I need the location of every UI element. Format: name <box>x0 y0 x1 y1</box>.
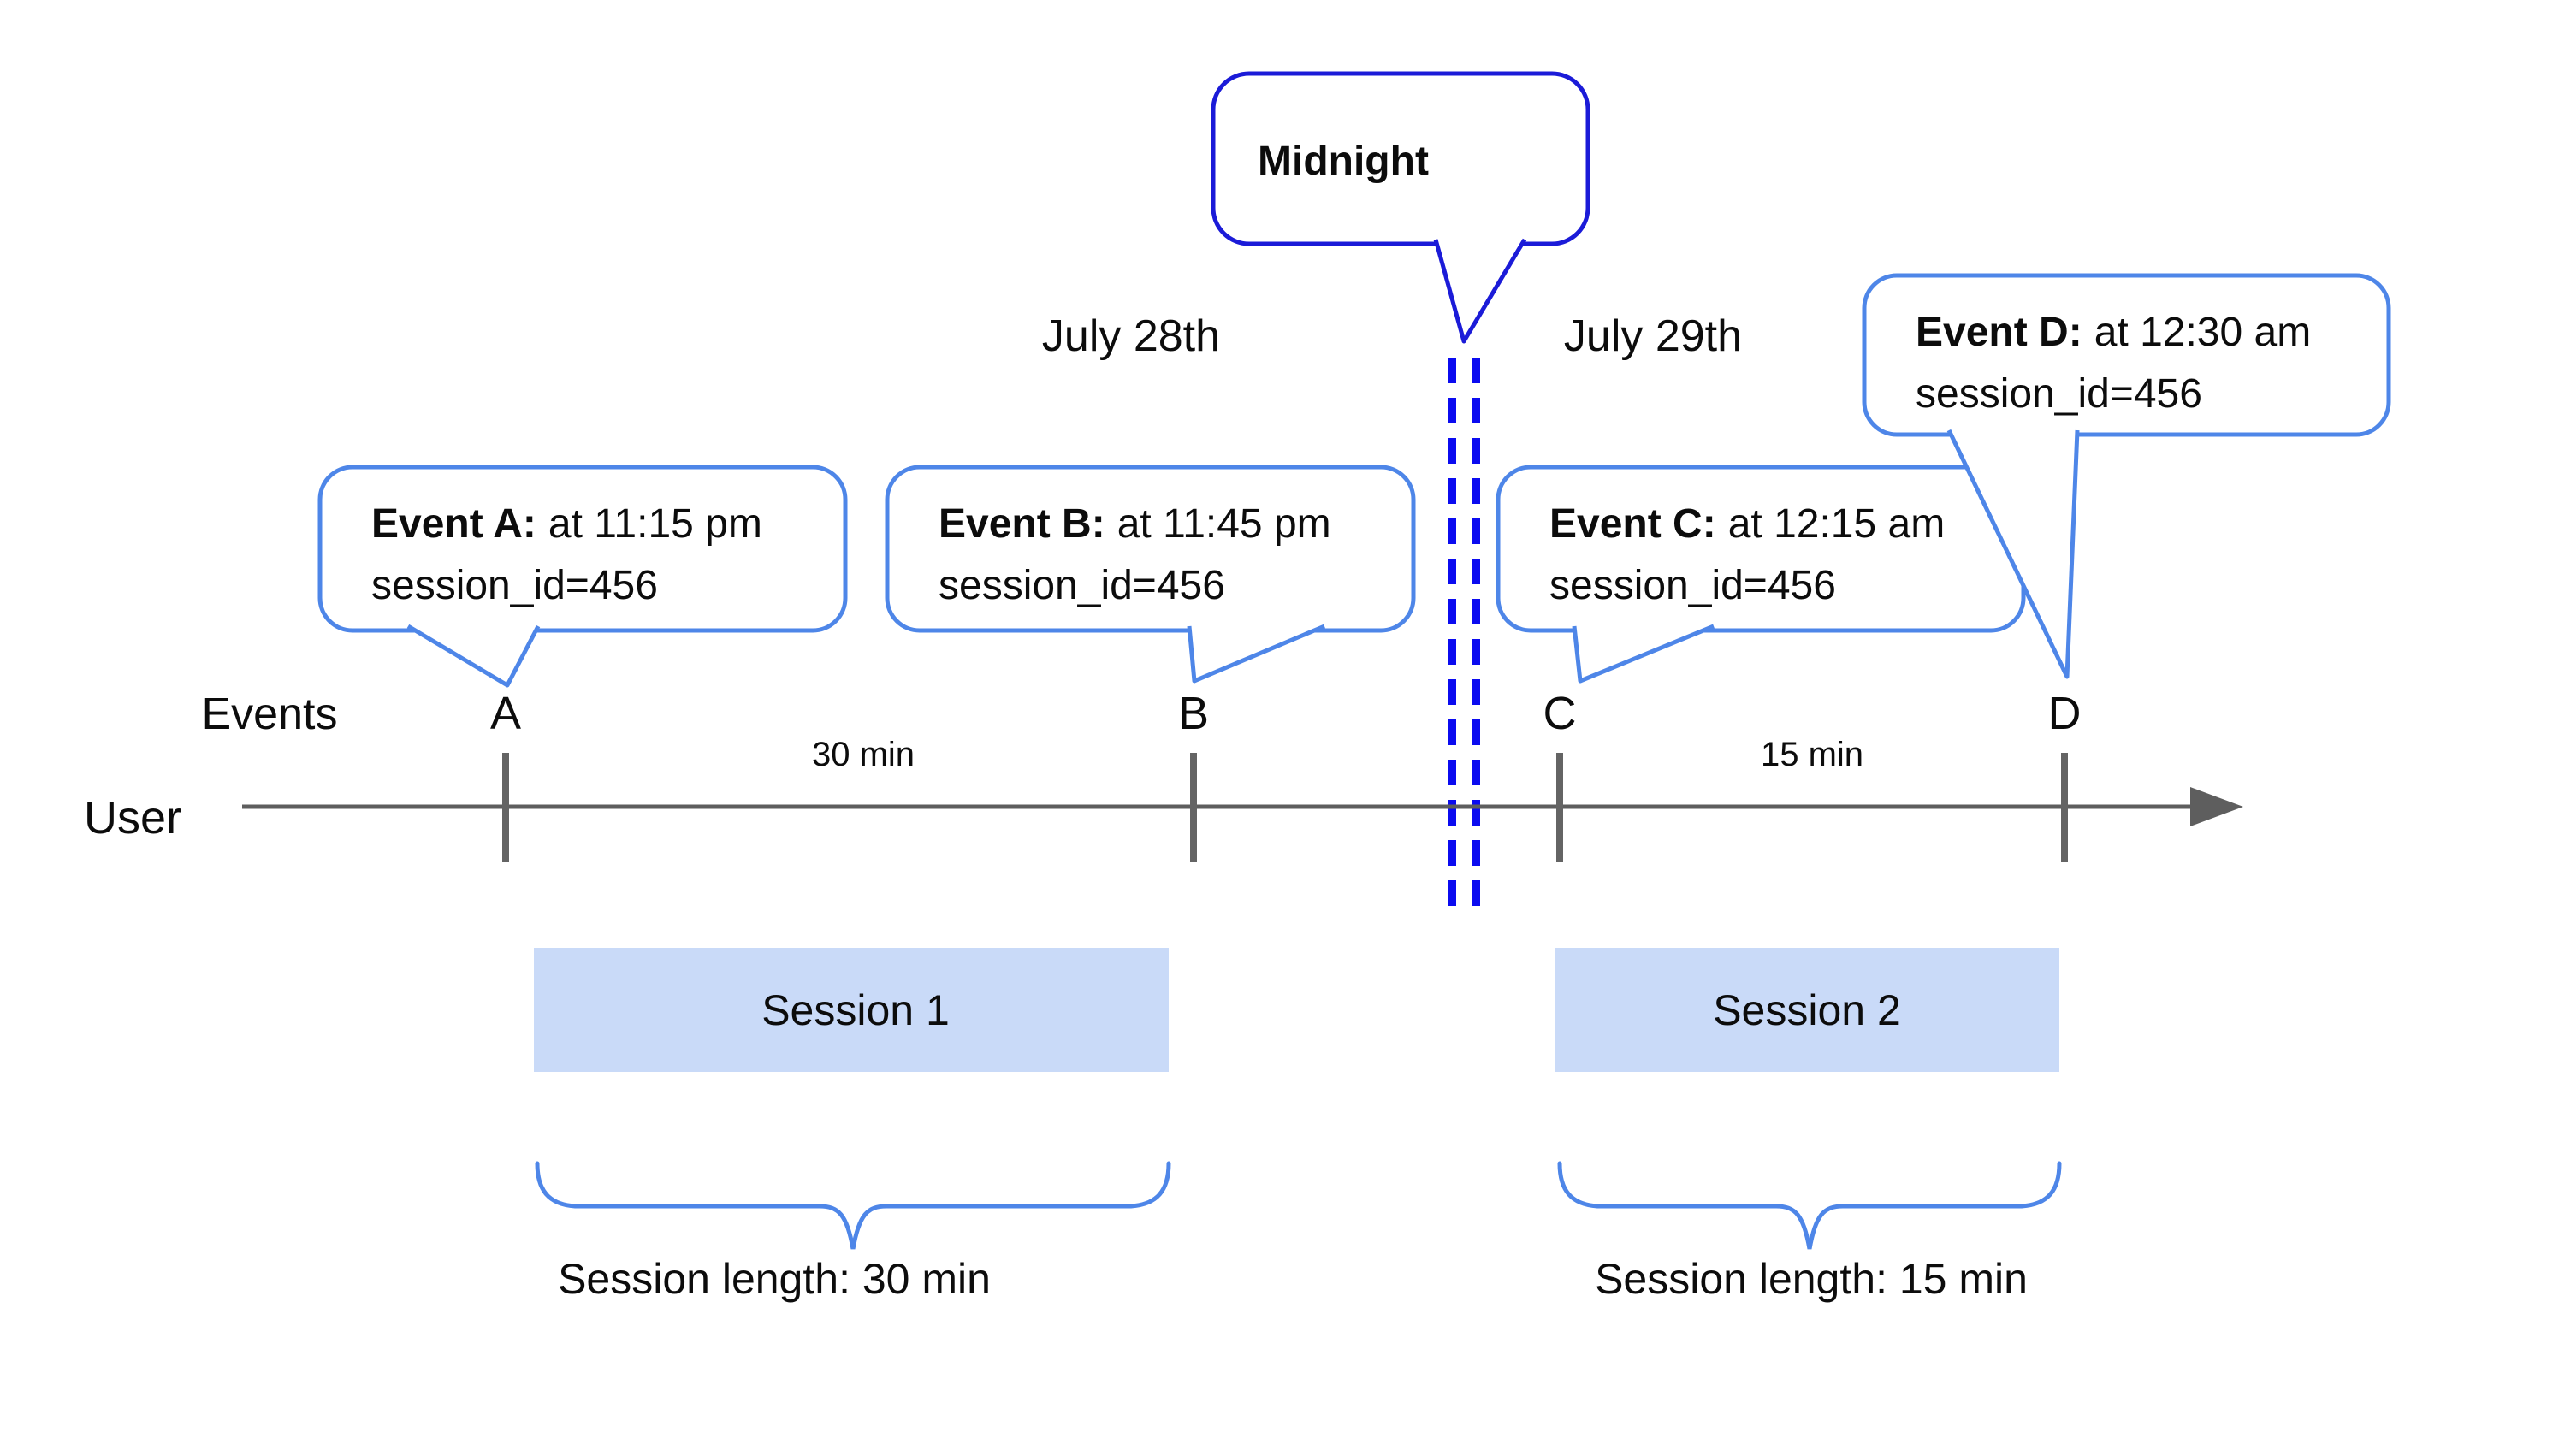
event-b-callout-line1: Event B: at 11:45 pm <box>939 501 1331 547</box>
event-a-session-id: session_id=456 <box>371 563 658 608</box>
gap-label-15min: 15 min <box>1761 736 1863 773</box>
event-b-callout-tail <box>1187 624 1325 684</box>
event-c-callout-line1: Event C: at 12:15 am <box>1549 501 1945 547</box>
event-c-time: at 12:15 am <box>1728 501 1946 547</box>
event-c-callout: Event C: at 12:15 am session_id=456 <box>1496 465 2026 684</box>
event-a-callout: Event A: at 11:15 pm session_id=456 <box>317 465 848 688</box>
event-b-title: Event B: <box>939 501 1105 547</box>
event-d-time: at 12:30 am <box>2094 310 2312 355</box>
midnight-callout-bubble <box>1211 71 1590 246</box>
event-a-title: Event A: <box>371 501 536 547</box>
event-a-time: at 11:15 pm <box>548 501 762 547</box>
session-1-length-label: Session length: 30 min <box>558 1255 991 1303</box>
event-d-callout-bubble <box>1862 273 2391 437</box>
midnight-callout-label: Midnight <box>1258 139 1429 184</box>
event-c-title: Event C: <box>1549 501 1716 547</box>
session-2-group: Session 2 Session length: 15 min <box>1555 948 2062 1303</box>
date-label-july-28: July 28th <box>1042 311 1220 361</box>
midnight-callout: Midnight <box>1211 71 1590 344</box>
date-label-july-29: July 29th <box>1564 311 1742 361</box>
event-c-callout-tail <box>1572 624 1715 684</box>
event-b-callout-bubble <box>885 465 1416 633</box>
midnight-callout-tail <box>1433 238 1527 344</box>
event-d-callout-tail <box>1946 429 2080 679</box>
event-marker-b: B <box>1178 688 1209 739</box>
gap-label-30min: 30 min <box>812 736 915 773</box>
event-a-callout-line1: Event A: at 11:15 pm <box>371 501 762 547</box>
event-d-callout-line1: Event D: at 12:30 am <box>1916 310 2311 355</box>
event-d-callout: Event D: at 12:30 am session_id=456 <box>1862 273 2391 679</box>
event-a-callout-bubble <box>317 465 848 633</box>
session-2-box <box>1555 948 2059 1072</box>
event-b-callout: Event B: at 11:45 pm session_id=456 <box>885 465 1416 684</box>
event-marker-c: C <box>1543 688 1577 739</box>
event-marker-a: A <box>490 688 521 739</box>
event-b-time: at 11:45 pm <box>1117 501 1331 547</box>
event-d-session-id: session_id=456 <box>1916 371 2202 417</box>
event-a-callout-tail <box>406 624 541 688</box>
timeline-arrowhead <box>2190 787 2243 826</box>
event-d-title: Event D: <box>1916 310 2082 355</box>
events-row-label: Events <box>202 690 338 739</box>
session-1-box <box>534 948 1169 1072</box>
event-b-session-id: session_id=456 <box>939 563 1225 608</box>
event-marker-d: D <box>2048 688 2082 739</box>
session-2-brace <box>1557 1161 2062 1250</box>
event-c-session-id: session_id=456 <box>1549 563 1836 608</box>
session-1-brace <box>535 1161 1171 1250</box>
session-1-label: Session 1 <box>761 986 950 1034</box>
session-1-group: Session 1 Session length: 30 min <box>534 948 1171 1303</box>
session-2-length-label: Session length: 15 min <box>1595 1255 2028 1303</box>
session-2-label: Session 2 <box>1713 986 1901 1034</box>
user-row-label: User <box>84 792 181 843</box>
